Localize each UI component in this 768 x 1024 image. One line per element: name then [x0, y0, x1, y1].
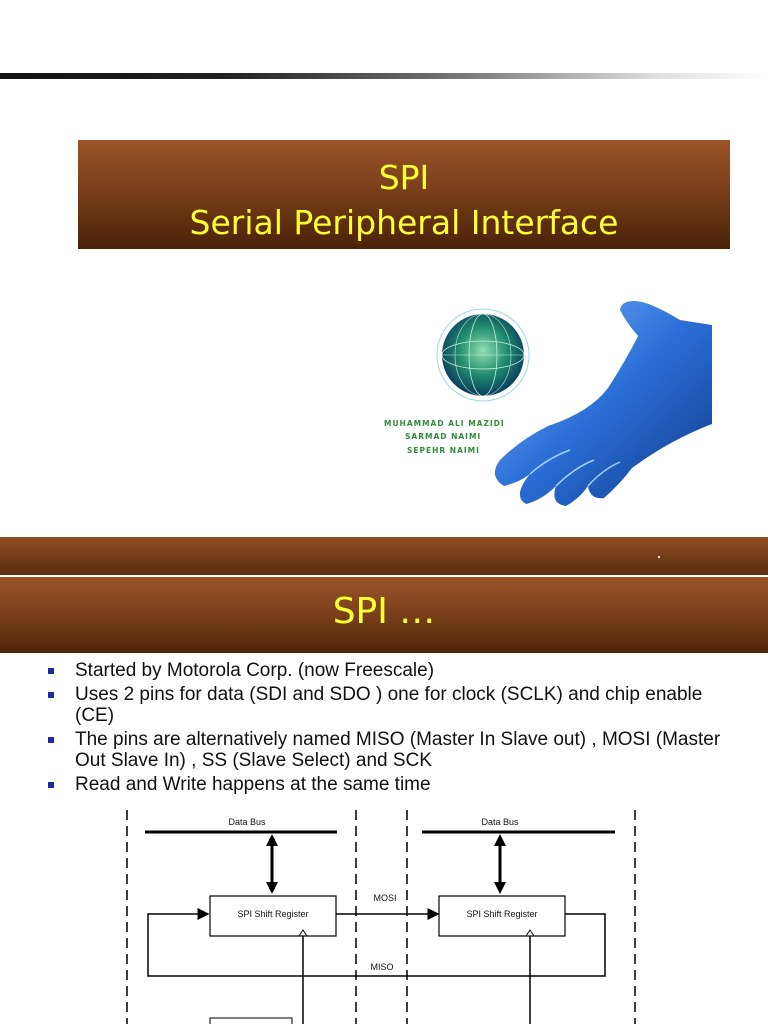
- left-bus-label: Data Bus: [228, 817, 266, 827]
- miso-line: [147, 908, 606, 977]
- section-title: SPI …: [332, 591, 436, 632]
- slide-footer-bar: [0, 537, 768, 575]
- bullet-square-icon: [48, 692, 54, 698]
- author-name-1: MUHAMMAD ALI MAZIDI: [384, 419, 505, 428]
- right-register-label: SPI Shift Register: [466, 909, 537, 919]
- right-bus-label: Data Bus: [481, 817, 519, 827]
- bullet-square-icon: [48, 782, 54, 788]
- spi-diagram: Data Bus Data Bus SPI Shift Register SPI…: [126, 810, 636, 1024]
- left-clock-edge-icon: [298, 929, 308, 937]
- hand-icon: [494, 301, 712, 506]
- bullet-square-icon: [48, 668, 54, 674]
- globe-icon: [436, 308, 530, 402]
- footer-dot: [658, 556, 660, 558]
- left-shift-register: [209, 895, 337, 937]
- list-item: Read and Write happens at the same time: [45, 774, 745, 795]
- bullet-list: Started by Motorola Corp. (now Freescale…: [45, 660, 745, 798]
- miso-label: MISO: [370, 962, 393, 972]
- clock-generator-box: [209, 1017, 293, 1024]
- slide-subtitle: Serial Peripheral Interface: [189, 203, 619, 242]
- list-item: Uses 2 pins for data (SDI and SDO ) one …: [45, 684, 745, 726]
- right-clock-edge-icon: [525, 929, 535, 937]
- top-divider: [0, 73, 768, 79]
- boundary-lines: [126, 810, 636, 1024]
- mosi-label: MOSI: [373, 893, 396, 903]
- list-item: Started by Motorola Corp. (now Freescale…: [45, 660, 745, 681]
- author-name-3: SEPEHR NAIMI: [407, 446, 480, 455]
- author-name-2: SARMAD NAIMI: [405, 432, 482, 441]
- section-banner: SPI …: [0, 577, 768, 653]
- title-banner: SPI Serial Peripheral Interface: [78, 140, 730, 249]
- bullet-square-icon: [48, 737, 54, 743]
- book-cover-logo: [436, 301, 712, 506]
- right-shift-register: [438, 895, 566, 937]
- bus-arrowheads: [266, 834, 506, 894]
- list-item: The pins are alternatively named MISO (M…: [45, 729, 745, 771]
- bus-arrows: [270, 842, 502, 884]
- left-register-label: SPI Shift Register: [237, 909, 308, 919]
- slide-title: SPI: [378, 158, 430, 197]
